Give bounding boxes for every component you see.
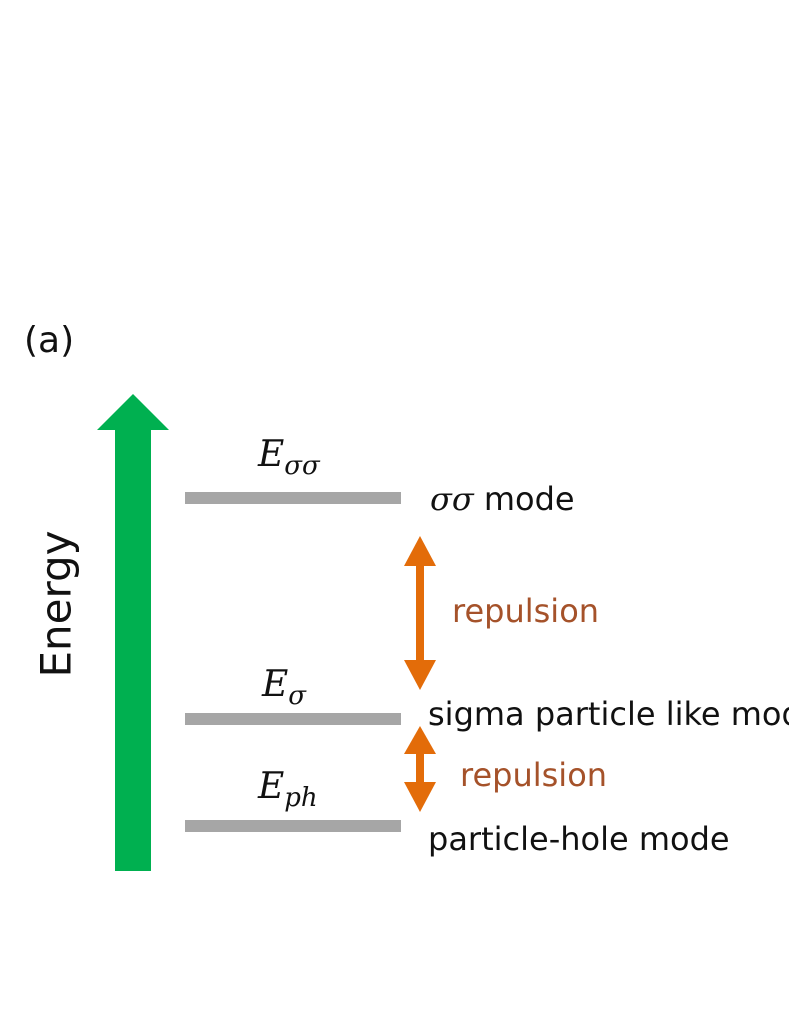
level-label-sigma-sigma: σσ mode (430, 480, 575, 518)
energy-arrow-head (97, 394, 169, 430)
energy-symbol-sigma: Eσ (262, 664, 306, 711)
level-line-sigma (185, 713, 401, 725)
level-line-sigma-sigma (185, 492, 401, 504)
repulsion-arrow-upper (404, 536, 436, 690)
energy-symbol-base: E (258, 766, 285, 807)
panel-label: (a) (24, 320, 75, 361)
repulsion-arrow-upper-head-top (404, 536, 436, 566)
level-line-particle-hole (185, 820, 401, 832)
level-label-particle-hole: particle-hole mode (428, 820, 730, 858)
repulsion-arrow-upper-shaft (416, 560, 424, 666)
repulsion-arrow-upper-head-bottom (404, 660, 436, 690)
energy-axis-label: Energy (31, 530, 81, 678)
repulsion-label-upper: repulsion (452, 592, 600, 630)
energy-symbol-base: E (258, 434, 285, 475)
repulsion-arrow-lower (404, 726, 436, 812)
energy-symbol-subscript: σσ (284, 451, 320, 481)
level-label-math: σσ (430, 480, 474, 518)
energy-symbol-subscript: σ (288, 681, 307, 711)
repulsion-arrow-lower-head-bottom (404, 782, 436, 812)
energy-symbol-sigma-sigma: Eσσ (258, 434, 320, 481)
energy-arrow (97, 394, 169, 871)
energy-symbol-subscript: ph (284, 783, 318, 813)
level-label-sigma: sigma particle like mode (428, 695, 789, 733)
energy-symbol-base: E (262, 664, 289, 705)
energy-symbol-particle-hole: Eph (258, 766, 318, 813)
level-label-text: mode (473, 480, 575, 518)
repulsion-label-lower: repulsion (460, 756, 608, 794)
repulsion-arrow-lower-head-top (404, 726, 436, 754)
energy-arrow-shaft (115, 428, 151, 871)
repulsion-arrow-lower-shaft (416, 748, 424, 786)
